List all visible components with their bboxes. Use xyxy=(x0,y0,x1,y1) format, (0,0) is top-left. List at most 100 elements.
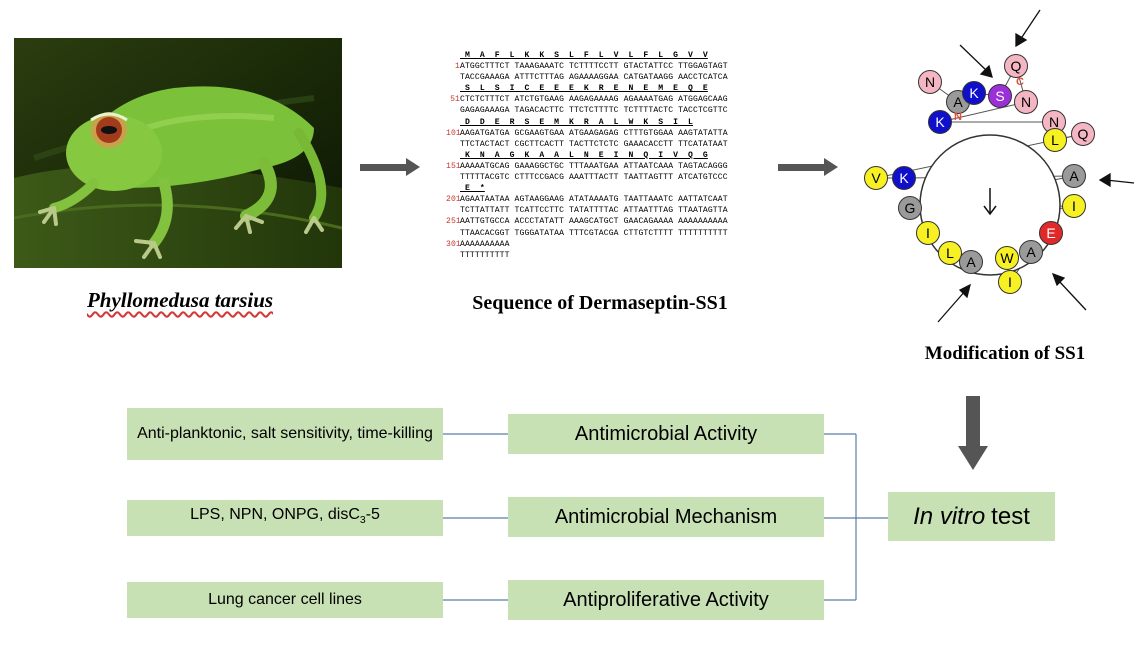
sequence-text: K N A G K A A L N E I N Q I V Q G xyxy=(460,150,708,160)
frog-photo xyxy=(14,38,342,268)
sequence-text: TACCGAAAGA ATTTCTTTAG AGAAAAGGAA CATGATA… xyxy=(460,73,728,83)
arrow-down-icon xyxy=(958,396,988,474)
sequence-text: TCTTATTATT TCATTCCTTC TATATTTTAC ATTAATT… xyxy=(460,206,728,216)
assay-label: Lung cancer cell lines xyxy=(208,591,362,608)
svg-text:Q: Q xyxy=(1011,58,1022,74)
sequence-position: 301 xyxy=(446,239,461,249)
sequence-text: AAAAATGCAG GAAAGGCTGC TTTAAATGAA ATTAATC… xyxy=(460,161,728,171)
amino-acid-row: D D E R S E M K R A L W K S I L xyxy=(446,117,766,128)
svg-text:G: G xyxy=(905,200,916,216)
residue-i: I xyxy=(916,221,940,245)
residue-n: N xyxy=(1042,110,1066,134)
svg-text:K: K xyxy=(969,85,979,101)
nucleotide-row: 1ATGGCTTTCT TAAAGAAATC TCTTTTCCTT GTACTA… xyxy=(446,61,766,72)
residue-l: L xyxy=(938,241,962,265)
residue-i: I xyxy=(998,270,1022,294)
category-box-antimicrobial-mechanism: Antimicrobial Mechanism xyxy=(508,497,824,537)
nucleotide-row: TTTTTACGTC CTTTCCGACG AAATTTACTT TAATTAG… xyxy=(446,172,766,183)
nucleotide-row: 201AGAATAATAA AGTAAGGAAG ATATAAAATG TAAT… xyxy=(446,194,766,205)
sequence-title: Sequence of Dermaseptin-SS1 xyxy=(472,292,728,314)
sequence-position: 251 xyxy=(446,217,461,227)
residue-a: A xyxy=(959,250,983,274)
wheel-link-line xyxy=(939,101,1027,123)
residue-g: G xyxy=(898,196,922,220)
sequence-text: AGAATAATAA AGTAAGGAAG ATATAAAATG TAATTAA… xyxy=(460,195,728,205)
sequence-text: S L S I C E E E K R E N E M E Q E xyxy=(460,84,708,94)
svg-text:L: L xyxy=(946,245,954,261)
nucleotide-row: TTAACACGGT TGGGATATAA TTTCGTACGA CTTGTCT… xyxy=(446,228,766,239)
sequence-text: ATGGCTTTCT TAAAGAAATC TCTTTTCCTT GTACTAT… xyxy=(460,62,728,72)
svg-text:K: K xyxy=(899,170,909,186)
svg-text:L: L xyxy=(1051,132,1059,148)
n-terminus-label: N xyxy=(954,111,962,123)
assay-box-antiplanktonic: Anti-planktonic, salt sensitivity, time-… xyxy=(127,408,443,460)
sequence-text: CTCTCTTTCT ATCTGTGAAG AAGAGAAAAG AGAAAAT… xyxy=(460,95,728,105)
sequence-text: TTCTACTACT CGCTTCACTT TACTTCTCTC GAAACAC… xyxy=(460,139,728,149)
sequence-position: 51 xyxy=(450,95,460,105)
svg-text:A: A xyxy=(966,254,976,270)
pointer-arrow xyxy=(1019,9,1041,41)
svg-text:I: I xyxy=(1072,198,1076,214)
category-box-antiproliferative-activity: Antiproliferative Activity xyxy=(508,580,824,620)
sequence-text: GAGAGAAAGA TAGACACTTC TTCTCTTTTC TCTTTTA… xyxy=(460,106,728,116)
residue-l: L xyxy=(1043,128,1067,152)
category-label: Antimicrobial Mechanism xyxy=(554,505,778,528)
residue-a: A xyxy=(1019,240,1043,264)
nucleotide-row: 301AAAAAAAAAA xyxy=(446,239,766,250)
nucleotide-row: TCTTATTATT TCATTCCTTC TATATTTTAC ATTAATT… xyxy=(446,205,766,216)
category-label: Antimicrobial Activity xyxy=(574,422,758,445)
svg-text:V: V xyxy=(871,170,881,186)
sequence-text: AATTGTGCCA ACCCTATATT AAAGCATGCT GAACAGA… xyxy=(460,217,728,227)
svg-text:N: N xyxy=(1049,114,1059,130)
c-terminus-label: C xyxy=(1016,76,1024,88)
amino-acid-row: S L S I C E E E K R E N E M E Q E xyxy=(446,83,766,94)
in-vitro-rest: test xyxy=(991,502,1030,530)
category-label: Antiproliferative Activity xyxy=(563,588,769,611)
svg-text:K: K xyxy=(935,114,945,130)
nucleotide-row: 251AATTGTGCCA ACCCTATATT AAAGCATGCT GAAC… xyxy=(446,216,766,227)
sequence-text: AAGATGATGA GCGAAGTGAA ATGAAGAGAG CTTTGTG… xyxy=(460,128,728,138)
nucleotide-row: 151AAAAATGCAG GAAAGGCTGC TTTAAATGAA ATTA… xyxy=(446,161,766,172)
residue-q: Q xyxy=(1004,54,1028,78)
residue-k: K xyxy=(962,81,986,105)
svg-text:I: I xyxy=(926,225,930,241)
nucleotide-row: 101AAGATGATGA GCGAAGTGAA ATGAAGAGAG CTTT… xyxy=(446,128,766,139)
sequence-position: 101 xyxy=(446,128,461,138)
sequence-position: 1 xyxy=(455,62,460,72)
residue-w: W xyxy=(995,246,1019,270)
assay-label: LPS, NPN, ONPG, disC3-5 xyxy=(190,505,380,527)
sequence-text: TTTTTACGTC CTTTCCGACG AAATTTACTT TAATTAG… xyxy=(460,173,728,183)
residue-k: K xyxy=(892,166,916,190)
svg-text:A: A xyxy=(953,94,963,110)
amino-acid-row: K N A G K A A L N E I N Q I V Q G xyxy=(446,150,766,161)
nucleotide-row: TACCGAAAGA ATTTCTTTAG AGAAAAGGAA CATGATA… xyxy=(446,72,766,83)
sequence-text: TTTTTTTTTT xyxy=(460,250,510,260)
sequence-text: TTAACACGGT TGGGATATAA TTTCGTACGA CTTGTCT… xyxy=(460,228,728,238)
category-box-antimicrobial-activity: Antimicrobial Activity xyxy=(508,414,824,454)
residue-q: Q xyxy=(1071,122,1095,146)
residue-n: N xyxy=(918,70,942,94)
nucleotide-row: GAGAGAAAGA TAGACACTTC TTCTCTTTTC TCTTTTA… xyxy=(446,105,766,116)
svg-text:N: N xyxy=(925,74,935,90)
svg-text:A: A xyxy=(1069,168,1079,184)
assay-box-lung-cancer: Lung cancer cell lines xyxy=(127,582,443,618)
residue-s: S xyxy=(988,84,1012,108)
svg-text:E: E xyxy=(1046,225,1055,241)
modification-title: Modification of SS1 xyxy=(924,343,1086,364)
sequence-text: M A F L K K S L F L V L F L G V V xyxy=(460,51,708,60)
residue-v: V xyxy=(864,166,888,190)
nucleotide-row: 51CTCTCTTTCT ATCTGTGAAG AAGAGAAAAG AGAAA… xyxy=(446,94,766,105)
sequence-text: E * xyxy=(460,184,485,194)
sequence-position: 201 xyxy=(446,195,461,205)
assay-box-membrane: LPS, NPN, ONPG, disC3-5 xyxy=(127,500,443,536)
amino-acid-row: M A F L K K S L F L V L F L G V V xyxy=(446,50,766,61)
sequence-position: 151 xyxy=(446,161,461,171)
arrow-right-icon xyxy=(360,158,422,176)
svg-text:W: W xyxy=(1000,250,1014,266)
residue-a: A xyxy=(1062,164,1086,188)
residue-k: K xyxy=(928,110,952,134)
residue-n: N xyxy=(1014,90,1038,114)
